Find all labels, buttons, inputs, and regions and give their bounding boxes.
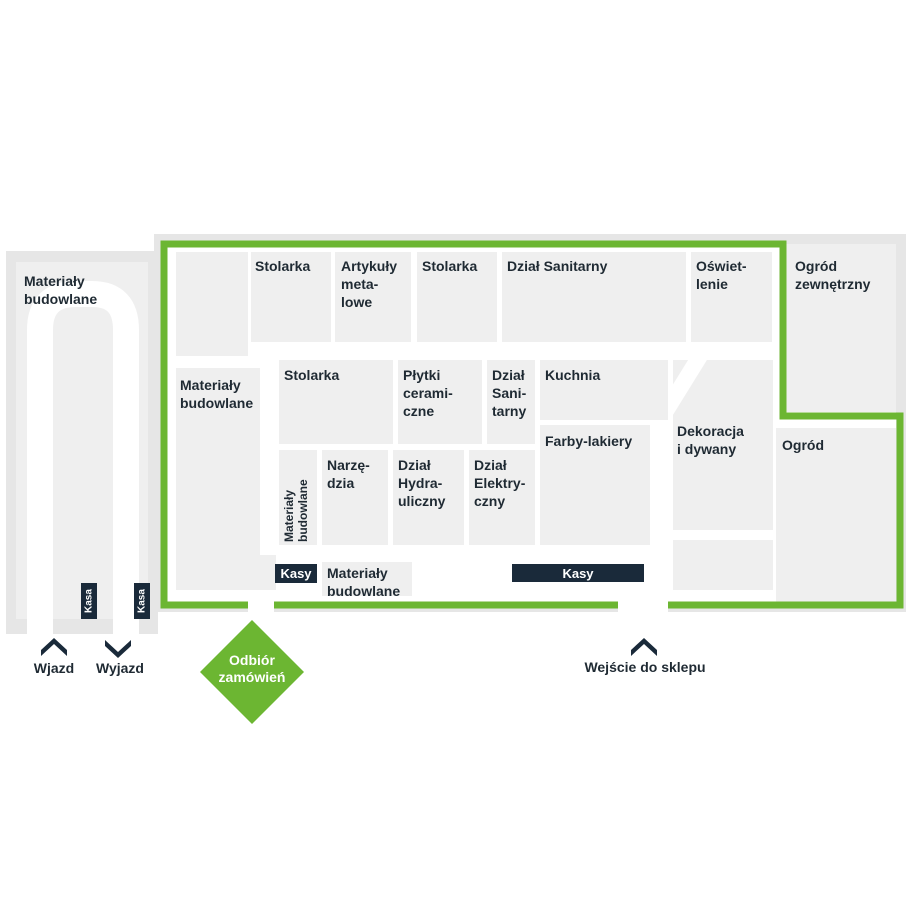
dept-sanitarny-small[interactable] xyxy=(487,360,535,444)
dept-sanitarny[interactable] xyxy=(502,252,686,342)
label-sanitarny: Dział Sanitarny xyxy=(507,258,608,274)
dept-stolarka-top-left[interactable] xyxy=(251,252,331,342)
dept-kuchnia[interactable] xyxy=(540,360,668,420)
kasy-big[interactable]: Kasy xyxy=(512,564,644,582)
label-stolarka-top-mid: Stolarka xyxy=(422,258,478,274)
dept-hydrauliczny[interactable] xyxy=(393,450,464,545)
label-ogrod: Ogród xyxy=(782,437,824,453)
drive-lane xyxy=(27,281,139,640)
dept-elektryczny[interactable] xyxy=(469,450,535,545)
pickup-diamond[interactable] xyxy=(200,620,304,724)
store-perimeter xyxy=(160,240,904,609)
wyjazd-arrow-icon xyxy=(105,640,131,658)
store-entrance-arrow-icon xyxy=(631,638,657,656)
label-kuchnia: Kuchnia xyxy=(545,367,601,383)
label-oswietlenie: Oświet-lenie xyxy=(696,258,747,292)
dept-artykuly-metalowe[interactable] xyxy=(335,252,411,342)
kasa-2[interactable]: Kasa xyxy=(134,583,150,619)
wjazd-label: Wjazd xyxy=(33,660,75,676)
dept-plytki[interactable] xyxy=(398,360,482,444)
label-stolarka-mid: Stolarka xyxy=(284,367,340,383)
wjazd-arrow-icon xyxy=(41,638,67,656)
dept-oswietlenie[interactable] xyxy=(691,252,772,342)
store-entrance-label: Wejście do sklepu xyxy=(584,659,706,675)
dept-materialy-bottom[interactable] xyxy=(322,562,412,596)
dept-narzedzia[interactable] xyxy=(322,450,388,545)
kasa-1[interactable]: Kasa xyxy=(81,583,97,619)
kasy-small[interactable]: Kasy xyxy=(275,564,317,583)
dept-farby[interactable] xyxy=(540,425,650,545)
label-farby: Farby-lakiery xyxy=(545,433,633,449)
dept-materialy-vert[interactable] xyxy=(279,450,317,545)
label-narzedzia: Narzę-dzia xyxy=(327,457,370,491)
dept-stolarka-mid[interactable] xyxy=(279,360,393,444)
wyjazd-label: Wyjazd xyxy=(96,660,144,676)
dept-stolarka-top-mid[interactable] xyxy=(417,252,497,342)
label-stolarka-top-left: Stolarka xyxy=(255,258,311,274)
